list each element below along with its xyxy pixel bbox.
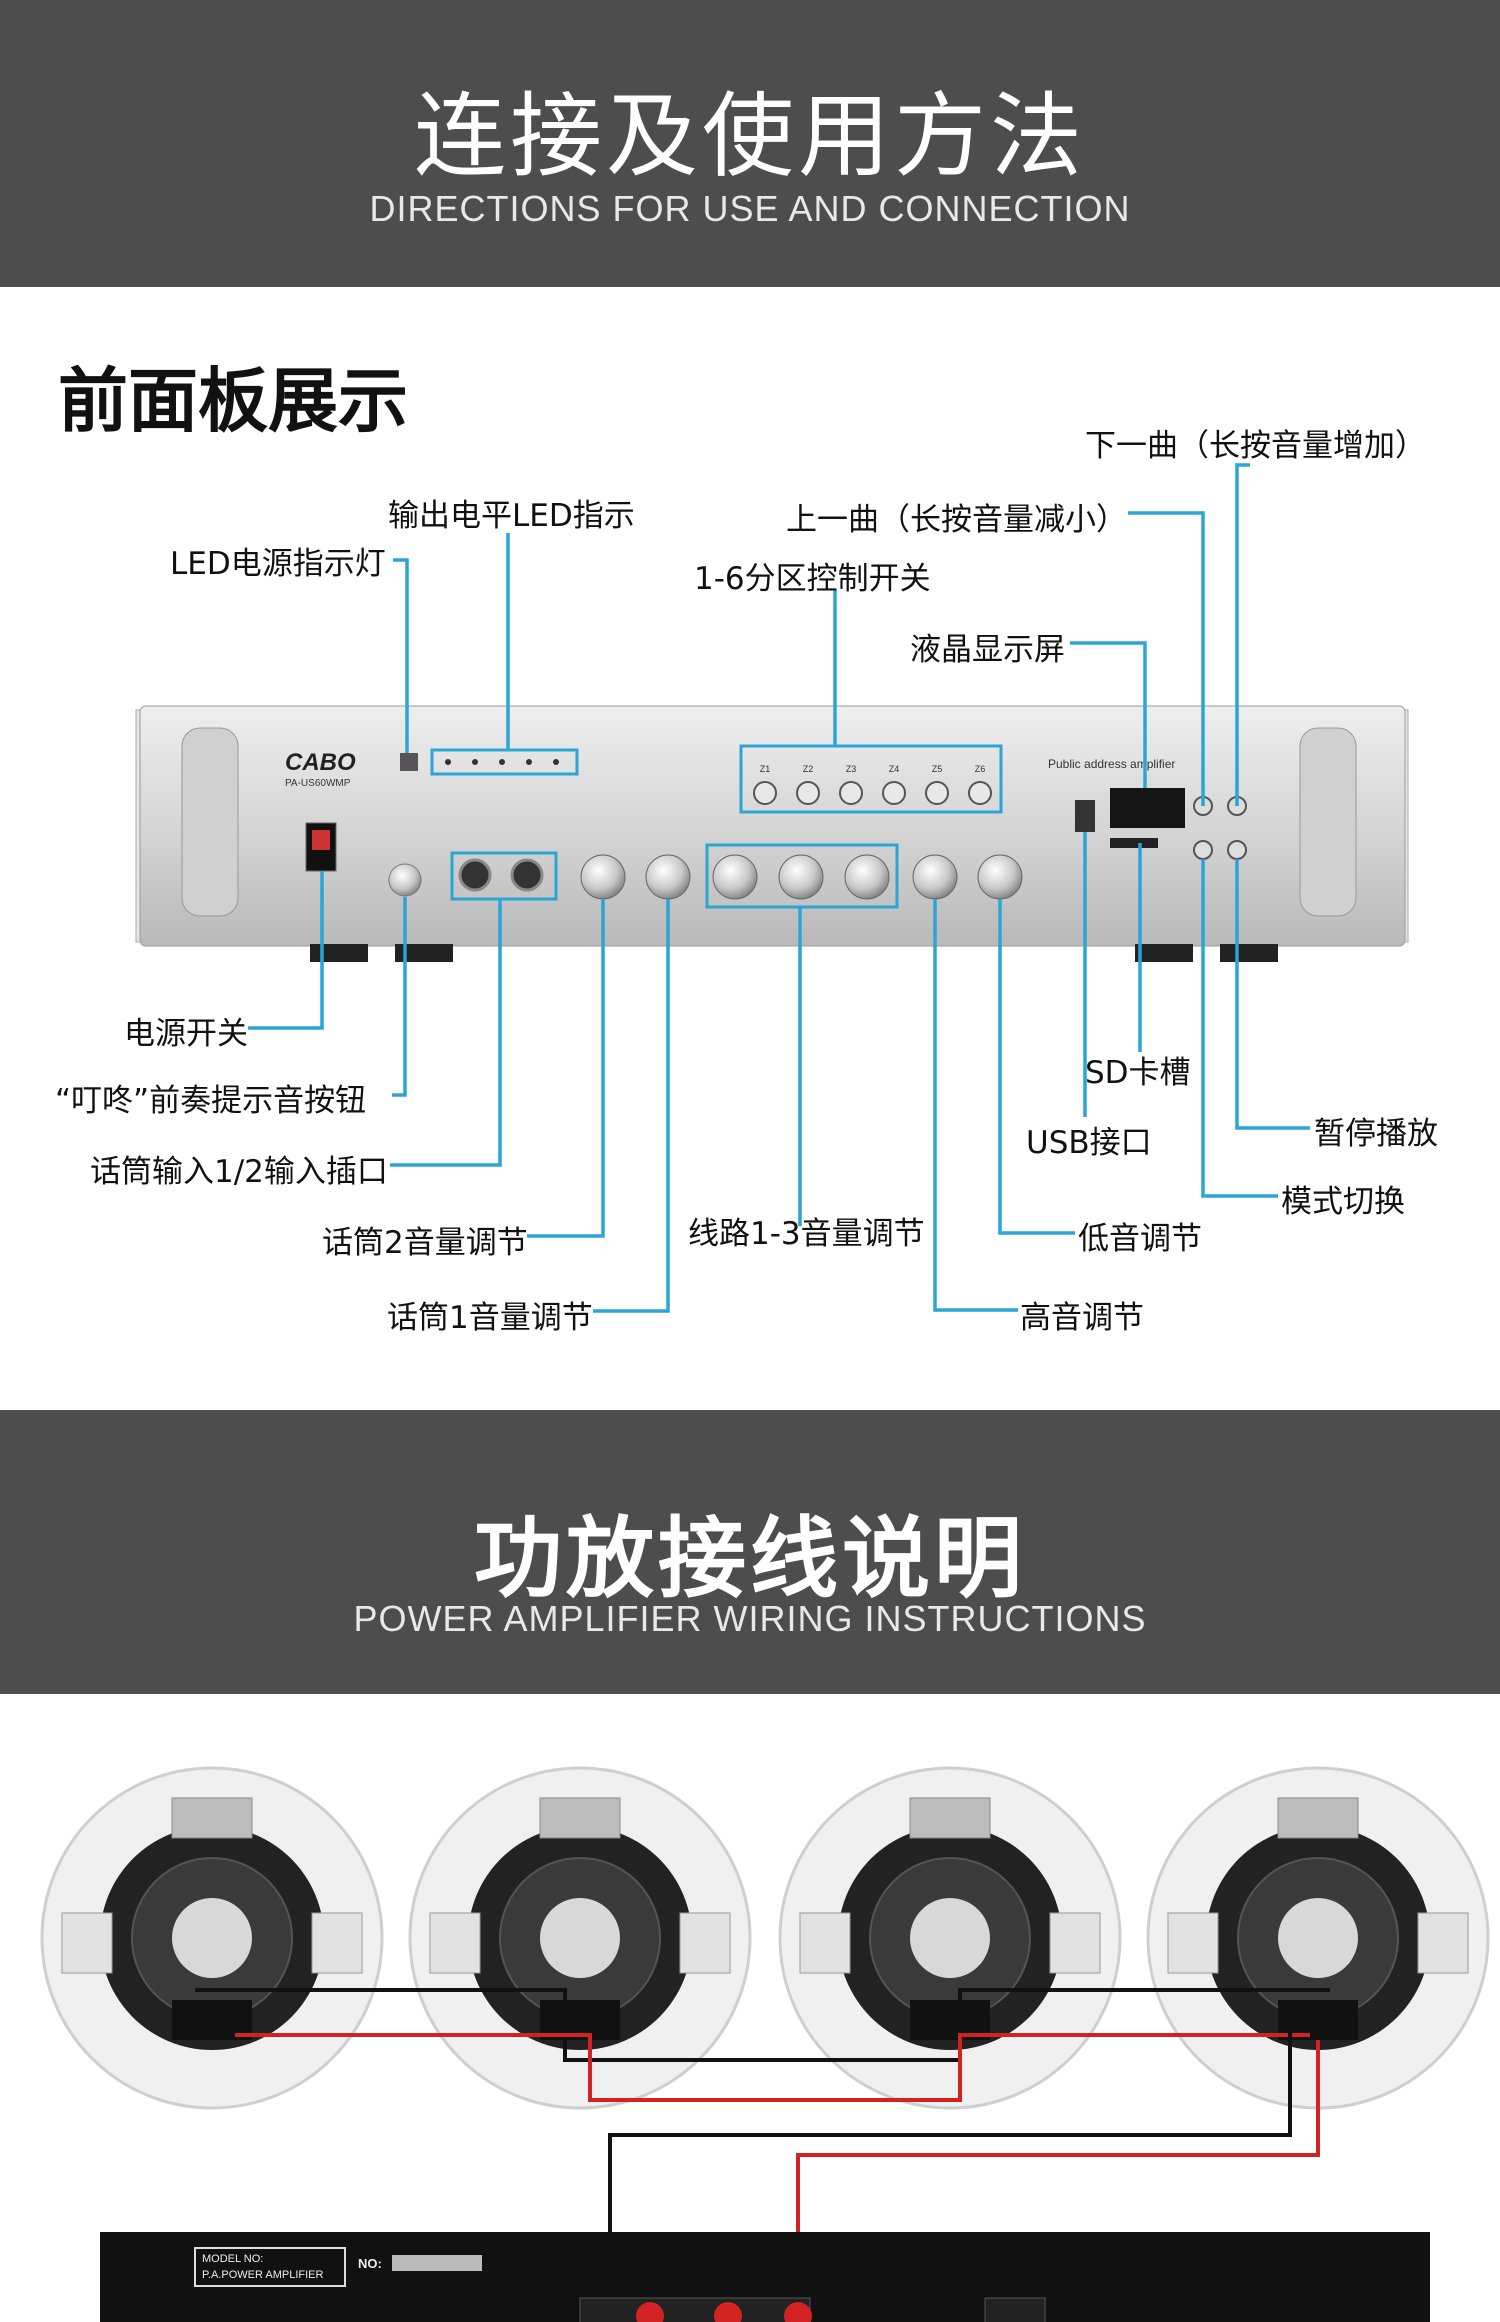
page-title: 连接及使用方法 [413,83,1086,190]
model-text: PA-US60WMP [285,778,351,789]
brand-logo: CABO [285,749,356,776]
label-mic-input: 话筒输入1/2输入插口 [90,1154,388,1190]
model-plate-label: MODEL NO: [202,2253,263,2265]
zone-label: Z4 [889,764,900,774]
ceiling-speakers [40,1766,1490,2110]
fuse-holder [984,2297,1046,2322]
terminal [784,2302,812,2322]
sd-slot [1110,838,1158,848]
terminal [714,2302,742,2322]
knobs [580,854,1023,900]
zone-label: Z1 [760,764,771,774]
label-mic2-volume: 话筒2音量调节 [322,1225,528,1261]
zone-switches [753,781,992,805]
page-subtitle: DIRECTIONS FOR USE AND CONNECTION [369,188,1131,229]
power-switch-rocker [312,830,330,850]
label-sd-slot: SD卡槽 [1085,1055,1191,1091]
mic-input-frame [450,851,558,901]
foot [1135,944,1193,962]
mic-jack-1 [458,858,492,892]
top-banner: 连接及使用方法 DIRECTIONS FOR USE AND CONNECTIO… [0,0,1500,287]
chime-button [388,863,422,897]
label-line-volume: 线路1-3音量调节 [688,1216,925,1252]
foot [1220,944,1278,962]
callout-lines [248,463,1310,1313]
zone-switch-frame [739,744,1003,814]
zone-label: Z5 [932,764,943,774]
handle-right [1299,727,1357,917]
power-led [400,753,418,771]
ceiling-speaker [778,1766,1122,2110]
label-pause: 暂停播放 [1314,1116,1438,1152]
ceiling-speaker [1146,1766,1490,2110]
ceiling-speaker [408,1766,752,2110]
label-mode: 模式切换 [1281,1184,1405,1220]
wires [195,1988,1330,2322]
label-next-track: 下一曲（长按音量增加） [1085,428,1426,464]
label-zone-switch: 1-6分区控制开关 [694,561,931,597]
zone-label: Z2 [803,764,814,774]
wiring-title: 功放接线说明 [473,1507,1026,1610]
label-mic1-volume: 话筒1音量调节 [387,1300,593,1336]
amplifier-body [139,705,1406,947]
wiring-banner: 功放接线说明 POWER AMPLIFIER WIRING INSTRUCTIO… [0,1410,1500,1694]
foot [310,944,368,962]
label-lcd: 液晶显示屏 [910,632,1065,668]
line-knob-frame [705,843,899,909]
wiring-subtitle: POWER AMPLIFIER WIRING INSTRUCTIONS [353,1598,1147,1639]
label-power-led: LED电源指示灯 [170,546,386,582]
zone-label: Z3 [846,764,857,774]
terminal-block [579,2297,811,2322]
front-panel-heading: 前面板展示 [58,360,408,442]
usb-port [1075,800,1095,832]
ceiling-speaker [40,1766,384,2110]
label-usb-port: USB接口 [1026,1125,1152,1161]
serial-label: NO: [358,2256,382,2271]
label-bass: 低音调节 [1078,1221,1202,1257]
lcd-screen [1110,788,1185,828]
model-plate-name: P.A.POWER AMPLIFIER [202,2269,323,2281]
handle-left [181,727,239,917]
output-leds [445,759,559,765]
serial-sticker [392,2255,482,2271]
foot [395,944,453,962]
terminal [636,2302,664,2322]
output-led-frame [430,748,579,776]
zone-label: Z6 [975,764,986,774]
label-prev-track: 上一曲（长按音量减小） [786,502,1127,538]
label-power-switch: 电源开关 [124,1016,248,1052]
label-treble: 高音调节 [1020,1300,1144,1336]
mic-jack-2 [510,858,544,892]
model-plate [194,2247,346,2287]
label-output-led: 输出电平LED指示 [388,498,635,534]
label-chime-button: “叮咚”前奏提示音按钮 [55,1083,367,1119]
